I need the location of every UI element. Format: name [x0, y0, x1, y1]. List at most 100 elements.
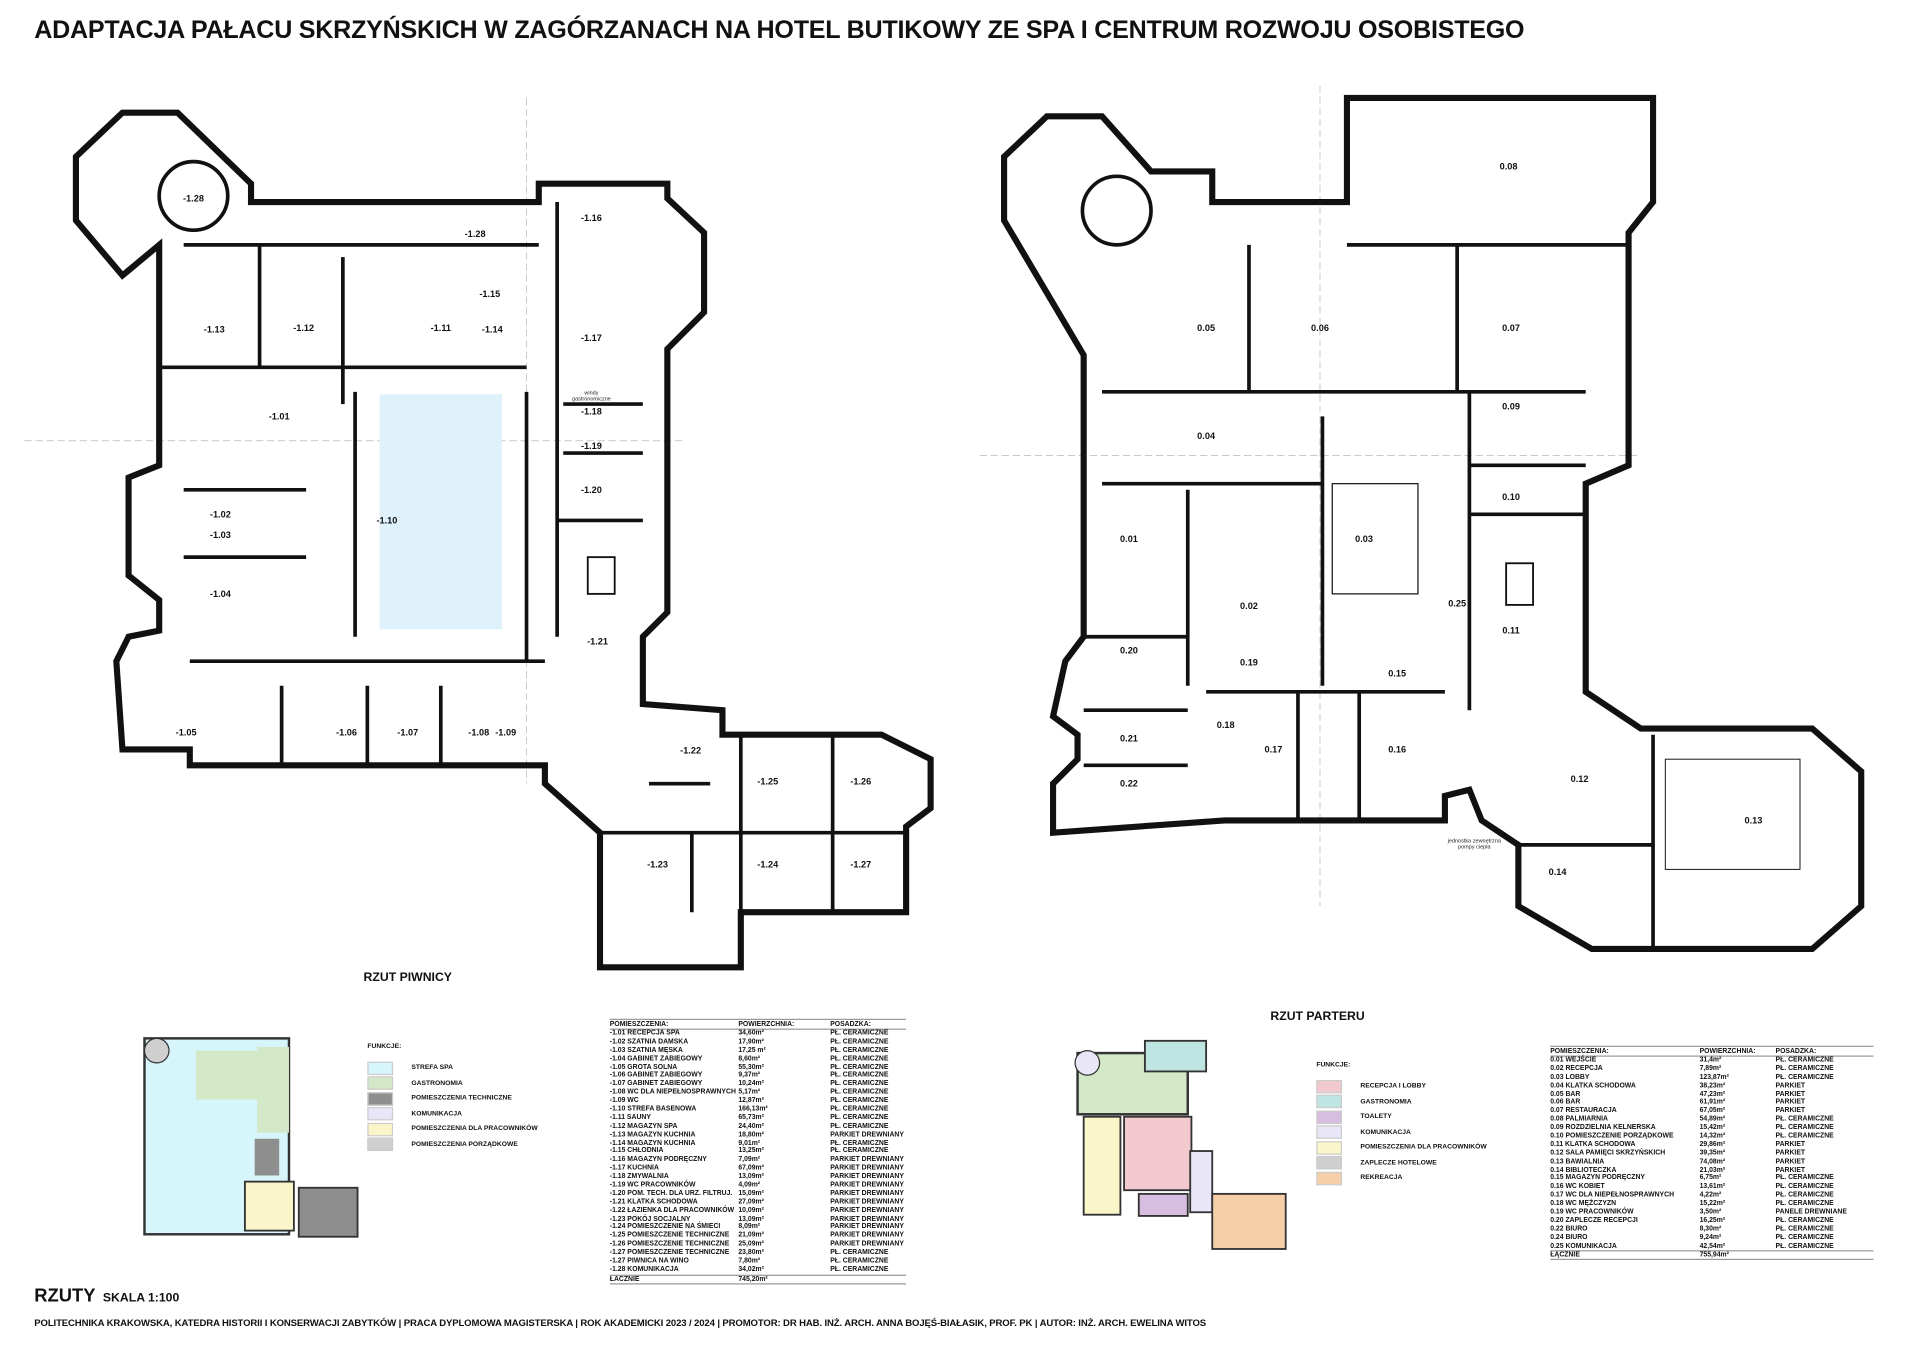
- room-area: 29,86m²: [1699, 1141, 1726, 1149]
- room-name: 0.01 WEJŚCIE: [1550, 1056, 1597, 1065]
- room-name: -1.17 KUCHNIA: [609, 1164, 659, 1173]
- room-number-label: -1.17: [580, 332, 602, 344]
- room-number-label: -1.18: [580, 405, 602, 417]
- room-flooring: PARKIET DREWNIANY: [830, 1181, 904, 1190]
- legend-swatch: [1316, 1125, 1343, 1140]
- legend-label: RECEPCJA I LOBBY: [1360, 1082, 1427, 1091]
- room-name: 0.02 RECEPCJA: [1550, 1065, 1603, 1073]
- room-name: -1.07 GABINET ZABIEGOWY: [609, 1080, 703, 1088]
- room-number-label: -1.26: [850, 775, 872, 787]
- room-flooring: PŁ. CERAMICZNE: [830, 1088, 889, 1097]
- room-area: 12,87m²: [738, 1097, 764, 1105]
- room-number-label: -1.03: [209, 529, 231, 541]
- legend-label: KOMUNIKACJA: [1360, 1128, 1411, 1137]
- room-number-label: -1.12: [293, 322, 315, 334]
- room-flooring: PŁ. CERAMICZNE: [1775, 1225, 1834, 1233]
- room-flooring: PŁ. CERAMICZNE: [830, 1266, 889, 1274]
- room-area: 24,40m²: [738, 1122, 764, 1130]
- room-name: -1.06 GABINET ZABIEGOWY: [609, 1071, 703, 1080]
- room-number-label: -1.10: [376, 514, 398, 526]
- room-area: 4,22m²: [1699, 1191, 1722, 1200]
- room-name: 0.08 PALMIARNIA: [1550, 1115, 1608, 1124]
- room-number-label: 0.03: [1355, 533, 1374, 545]
- room-area: 9,01m²: [738, 1139, 761, 1147]
- room-name: 0.24 BIURO: [1550, 1233, 1588, 1242]
- legend-label: POMIESZCZENIA PORZĄDKOWE: [411, 1140, 518, 1149]
- room-flooring: PŁ. CERAMICZNE: [1775, 1217, 1834, 1225]
- room-area: 17,90m²: [738, 1038, 764, 1046]
- room-area: 7,09m²: [738, 1156, 761, 1164]
- room-number-label: 0.09: [1502, 401, 1520, 413]
- table-header: POMIESZCZENIA:POWIERZCHNIA:POSADZKA:: [1550, 1045, 1874, 1057]
- room-name: 0.06 BAR: [1550, 1098, 1581, 1107]
- room-name: 0.25 KOMUNIKACJA: [1550, 1242, 1617, 1250]
- room-flooring: PŁ. CERAMICZNE: [830, 1063, 889, 1071]
- room-area: POWIERZCHNIA:: [738, 1021, 795, 1029]
- room-area: 8,30m²: [1699, 1225, 1722, 1233]
- room-flooring: PŁ. CERAMICZNE: [830, 1105, 889, 1114]
- room-area: 54,89m²: [1699, 1115, 1726, 1124]
- room-flooring: PŁ. CERAMICZNE: [1775, 1115, 1834, 1124]
- room-name: 0.13 BAWIALNIA: [1550, 1157, 1605, 1166]
- room-area: 10,24m²: [738, 1080, 764, 1088]
- scale-title: RZUTY: [34, 1285, 96, 1307]
- room-area: 14,32m²: [1699, 1132, 1726, 1141]
- room-name: 0.17 WC DLA NIEPEŁNOSPRAWNYCH: [1550, 1191, 1675, 1200]
- room-number-label: 0.06: [1311, 322, 1329, 334]
- room-area: POWIERZCHNIA:: [1699, 1048, 1756, 1056]
- room-flooring: PARKIET: [1775, 1157, 1806, 1166]
- room-name: -1.27 POMIESZCZENIE TECHNICZNE: [609, 1249, 730, 1257]
- room-flooring: PŁ. CERAMICZNE: [1775, 1242, 1834, 1250]
- legend-label: STREFA SPA: [411, 1064, 453, 1072]
- room-flooring: PŁ. CERAMICZNE: [1775, 1132, 1834, 1141]
- room-number-label: 0.15: [1388, 667, 1407, 679]
- room-flooring: PARKIET DREWNIANY: [830, 1206, 904, 1215]
- room-flooring: PARKIET DREWNIANY: [830, 1131, 904, 1139]
- room-area: 25,09m²: [738, 1240, 764, 1249]
- basement-plan-title: RZUT PIWNICY: [363, 971, 452, 985]
- room-name: -1.11 SAUNY: [609, 1114, 651, 1122]
- legend-swatch: [1316, 1171, 1343, 1186]
- legend-label: ZAPLECZE HOTELOWE: [1360, 1159, 1437, 1167]
- room-number-label: -1.04: [209, 588, 231, 600]
- legend-item: REKREACJA: [1316, 1171, 1486, 1186]
- table-row: 0.08 PALMIARNIA 54,89m² PŁ. CERAMICZNE: [1550, 1116, 1873, 1124]
- room-number-label: -1.25: [757, 775, 779, 787]
- room-name: 0.19 WC PRACOWNIKÓW: [1550, 1208, 1634, 1216]
- room-name: 0.15 MAGAZYN PODRĘCZNY: [1550, 1174, 1645, 1183]
- room-area: 38,23m²: [1699, 1082, 1726, 1090]
- room-name: 0.09 ROZDZIELNIA KELNERSKA: [1550, 1124, 1656, 1132]
- room-flooring: PŁ. CERAMICZNE: [830, 1249, 889, 1257]
- room-number-label: 0.05: [1197, 322, 1216, 334]
- ground-function-thumbnail: [1074, 1039, 1287, 1250]
- heat-pump-note: jednostka zewnętrzna pompy ciepła: [1447, 837, 1501, 850]
- room-flooring: PŁ. CERAMICZNE: [830, 1147, 889, 1156]
- room-number-label: -1.13: [203, 323, 225, 335]
- room-flooring: PARKIET: [1775, 1149, 1806, 1157]
- legend-item: ZAPLECZE HOTELOWE: [1316, 1155, 1486, 1170]
- legend-label: POMIESZCZENIA TECHNICZNE: [411, 1095, 512, 1103]
- room-number-label: 0.13: [1744, 814, 1763, 826]
- sheet-title: ADAPTACJA PAŁACU SKRZYŃSKICH W ZAGÓRZANA…: [34, 15, 1525, 45]
- room-area: 166,13m²: [738, 1105, 768, 1114]
